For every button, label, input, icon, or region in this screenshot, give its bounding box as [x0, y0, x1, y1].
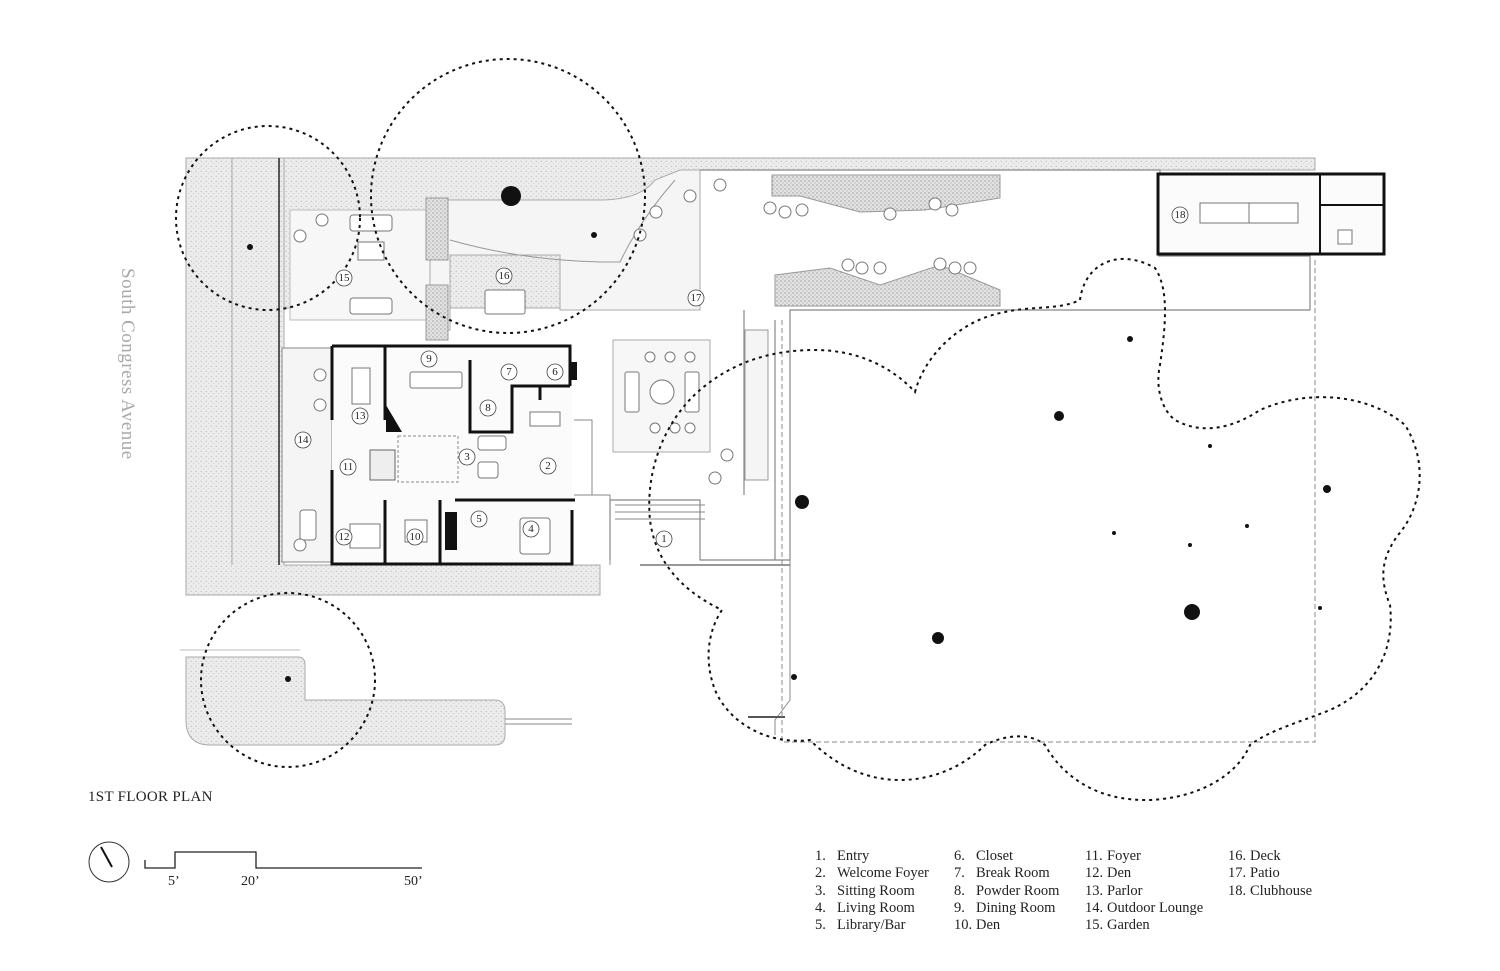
property-line [781, 258, 1316, 743]
north-arrow-icon [88, 841, 130, 883]
svg-text:15: 15 [339, 272, 351, 284]
legend-item: 10.Den [954, 917, 1001, 934]
legend-item: 5.Library/Bar [815, 917, 906, 934]
svg-text:11: 11 [343, 461, 354, 473]
legend-column-2: 6.Closet 7.Break Room 8.Powder Room 9.Di… [954, 848, 1059, 934]
legend-item: 13.Parlor [1085, 882, 1143, 899]
room-marker-3: 3 [458, 448, 476, 466]
legend-item: 9.Dining Room [954, 899, 1056, 916]
lower-planter [180, 649, 572, 746]
tree-trunks [247, 186, 1331, 682]
svg-text:1: 1 [661, 533, 667, 545]
svg-text:7: 7 [506, 366, 512, 378]
svg-text:10: 10 [410, 531, 422, 543]
main-house [281, 344, 611, 566]
street-label: South Congress Avenue [117, 268, 138, 460]
legend-item: 3.Sitting Room [815, 882, 915, 899]
room-marker-4: 4 [522, 520, 540, 538]
room-marker-10: 10 [406, 528, 424, 546]
room-marker-8: 8 [479, 399, 497, 417]
legend-item: 11.Foyer [1085, 848, 1141, 864]
svg-text:16: 16 [499, 270, 511, 282]
clubhouse [1156, 172, 1386, 257]
legend-item: 7.Break Room [954, 865, 1050, 882]
legend-item: 17.Patio [1228, 865, 1280, 882]
legend-item: 6.Closet [954, 848, 1014, 864]
legend-item: 12.Den [1085, 865, 1132, 882]
room-marker-9: 9 [420, 350, 438, 368]
legend-item: 1.Entry [815, 848, 870, 864]
svg-text:6: 6 [552, 366, 558, 378]
room-marker-6: 6 [546, 363, 564, 381]
room-marker-7: 7 [500, 363, 518, 381]
room-marker-17: 17 [687, 289, 705, 307]
scale-label-50: 50’ [404, 874, 423, 889]
svg-text:9: 9 [426, 353, 432, 365]
svg-text:18: 18 [1175, 209, 1187, 221]
legend-item: 18.Clubhouse [1228, 882, 1313, 899]
room-marker-16: 16 [495, 267, 513, 285]
room-marker-15: 15 [335, 269, 353, 287]
room-marker-12: 12 [335, 528, 353, 546]
svg-text:13: 13 [355, 410, 367, 422]
legend-item: 14.Outdoor Lounge [1085, 899, 1204, 916]
legend-column-4: 16.Deck 17.Patio 18.Clubhouse [1228, 848, 1312, 900]
outdoor-furniture [293, 178, 977, 485]
legend-item: 16.Deck [1228, 848, 1281, 864]
svg-text:8: 8 [485, 402, 491, 414]
room-number-bubbles: 1 2 3 4 5 6 7 8 9 10 11 12 13 14 15 16 1… [294, 206, 1189, 548]
legend-item: 8.Powder Room [954, 882, 1060, 899]
room-marker-14: 14 [294, 431, 312, 449]
legend-item: 4.Living Room [815, 899, 915, 916]
svg-text:12: 12 [339, 531, 350, 543]
legend-item: 15.Garden [1085, 917, 1150, 934]
svg-text:17: 17 [691, 292, 703, 304]
room-marker-2: 2 [539, 457, 557, 475]
svg-text:3: 3 [464, 451, 470, 463]
room-marker-5: 5 [470, 510, 488, 528]
legend-column-1: 1.Entry 2.Welcome Foyer 3.Sitting Room 4… [815, 848, 929, 934]
svg-text:5: 5 [476, 513, 482, 525]
room-marker-11: 11 [339, 458, 357, 476]
room-marker-1: 1 [655, 530, 673, 548]
svg-text:14: 14 [298, 434, 310, 446]
svg-text:2: 2 [545, 460, 551, 472]
tree-canopies [175, 58, 1421, 802]
room-marker-18: 18 [1171, 206, 1189, 224]
legend-column-3: 11.Foyer 12.Den 13.Parlor 14.Outdoor Lou… [1085, 848, 1203, 934]
room-marker-13: 13 [351, 407, 369, 425]
legend-item: 2.Welcome Foyer [815, 865, 929, 882]
plan-title: 1ST FLOOR PLAN [88, 789, 213, 805]
scale-bar [144, 851, 422, 869]
scale-label-5: 5’ [168, 874, 180, 889]
scale-label-20: 20’ [241, 874, 260, 889]
svg-text:4: 4 [528, 523, 534, 535]
